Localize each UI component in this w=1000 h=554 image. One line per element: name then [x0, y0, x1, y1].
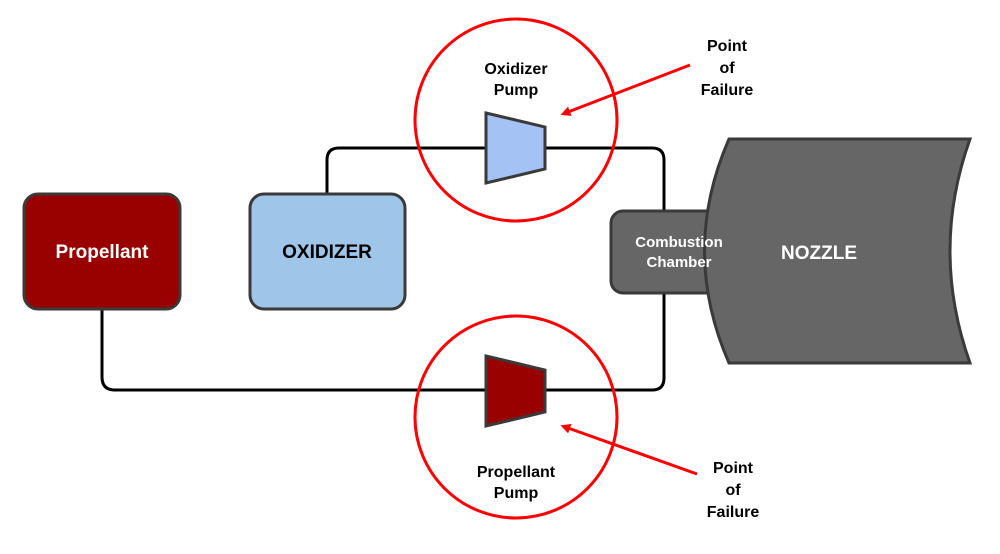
propellant-pump-highlight-circle — [413, 314, 619, 520]
combustion-chamber-label-line1: Combustion — [635, 234, 723, 251]
nozzle-label: NOZZLE — [781, 243, 857, 264]
propellant-tank-label: Propellant — [56, 242, 150, 263]
propellant-pump-label-line1: Propellant — [477, 464, 556, 481]
oxidizer-pump-label-line1: Oxidizer — [484, 61, 547, 78]
oxidizer-pump-highlight-circle — [413, 17, 619, 223]
bottom-failure-label-line2: of — [725, 482, 741, 499]
top-failure-label-line2: of — [719, 60, 735, 77]
oxidizer-tank — [248, 192, 407, 311]
nozzle — [703, 137, 973, 365]
bottom-failure-label-line1: Point — [713, 460, 754, 477]
top-failure-label-line1: Point — [707, 38, 748, 55]
propellant-pipe — [100, 293, 666, 392]
bottom-failure-label-line3: Failure — [707, 504, 760, 521]
oxidizer-pump — [484, 111, 547, 185]
top-failure-arrow — [560, 63, 691, 116]
bottom-failure-arrow — [560, 423, 698, 476]
combustion-chamber-label-line2: Chamber — [646, 254, 711, 271]
propellant-pump — [484, 354, 547, 428]
propellant-pump-label-line2: Pump — [494, 485, 539, 502]
propellant-tank — [22, 192, 182, 311]
top-failure-label-line3: Failure — [701, 82, 754, 99]
oxidizer-pump-label-line2: Pump — [494, 82, 539, 99]
oxidizer-tank-label: OXIDIZER — [282, 242, 372, 263]
